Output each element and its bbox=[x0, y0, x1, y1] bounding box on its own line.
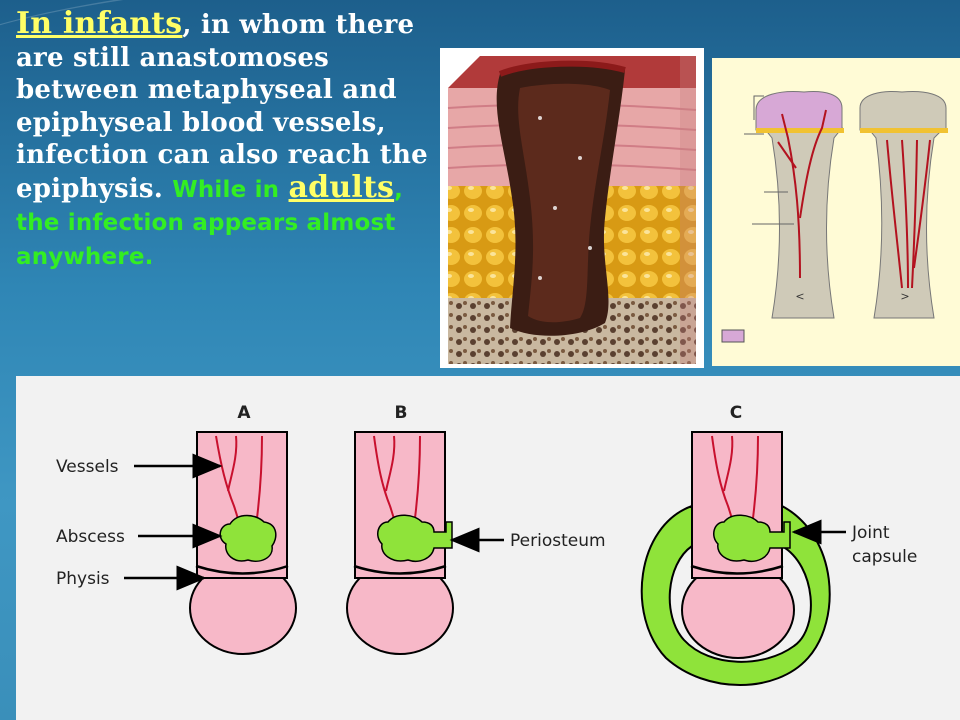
right-arrow-label: > bbox=[900, 290, 909, 303]
infants-sentence: , in whom there are still anastomoses be… bbox=[16, 10, 428, 204]
wound-cross-section-image bbox=[440, 48, 704, 368]
legend-swatch bbox=[721, 329, 745, 343]
periosteum-label: Periosteum bbox=[510, 531, 606, 551]
capsule-label: capsule bbox=[852, 547, 917, 567]
while-in-text: While in bbox=[172, 176, 280, 203]
vessels-label: Vessels bbox=[56, 457, 119, 477]
bone-vasculature-image: < > bbox=[712, 58, 960, 366]
bone-vessel-illustration: < > bbox=[721, 91, 948, 343]
spread-diagram-svg: A B C bbox=[56, 403, 917, 686]
panel-a-label: A bbox=[237, 403, 251, 423]
panel-c-bone bbox=[640, 431, 831, 686]
panel-c-label: C bbox=[730, 403, 742, 423]
infants-heading: In infants bbox=[16, 6, 183, 41]
panel-a-bone bbox=[189, 431, 297, 655]
osteomyelitis-spread-diagram: A B C bbox=[16, 376, 960, 720]
physis-label: Physis bbox=[56, 569, 110, 589]
left-arrow-label: < bbox=[795, 290, 804, 303]
adults-heading: adults bbox=[288, 169, 395, 205]
abscess-label: Abscess bbox=[56, 527, 125, 547]
wound-illustration bbox=[447, 56, 697, 364]
joint-label: Joint bbox=[851, 523, 890, 543]
panel-b-label: B bbox=[395, 403, 408, 423]
panel-b-bone bbox=[346, 431, 454, 655]
adults-sentence: the infection appears almost anywhere. bbox=[16, 210, 396, 270]
comma-text: , bbox=[394, 176, 404, 203]
description-text: In infants, in whom there are still anas… bbox=[16, 6, 436, 273]
